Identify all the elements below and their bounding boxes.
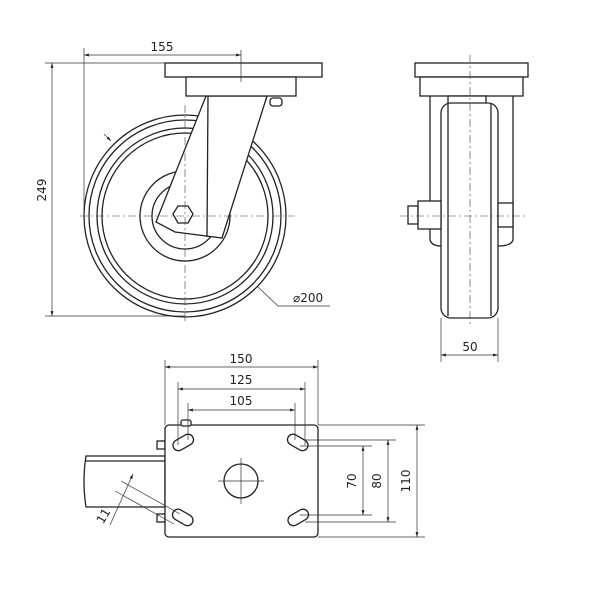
dim-plate-width: 110 [399,470,413,493]
grease-nipple [269,97,283,107]
dim-bolt-hole: 11 [94,506,114,526]
dim-wheel-diameter: ⌀200 [293,291,323,305]
side-view: 50 [400,55,529,362]
dim-hole-spacing-inner-x: 105 [230,394,253,408]
side-wheel [440,102,499,319]
axle-nut [172,205,194,224]
dim-hole-spacing-inner-y: 70 [345,473,359,488]
dim-plate-length: 150 [230,352,253,366]
fork [155,95,268,239]
bolt-slots [171,433,310,527]
dim-wheel-width: 50 [462,340,477,354]
side-axle-nut [407,205,419,225]
dim-hole-spacing-outer-y: 80 [370,473,384,488]
dim-height: 249 [35,179,49,202]
top-plate [164,62,323,78]
front-view: 155 249 ⌀200 [35,40,330,322]
stem-housing [83,455,166,508]
dim-hole-spacing-outer-x: 125 [230,373,253,387]
side-top-plate [414,62,529,78]
plan-view: 150 125 105 70 80 110 11 [83,352,425,538]
dim-offset: 155 [151,40,174,54]
